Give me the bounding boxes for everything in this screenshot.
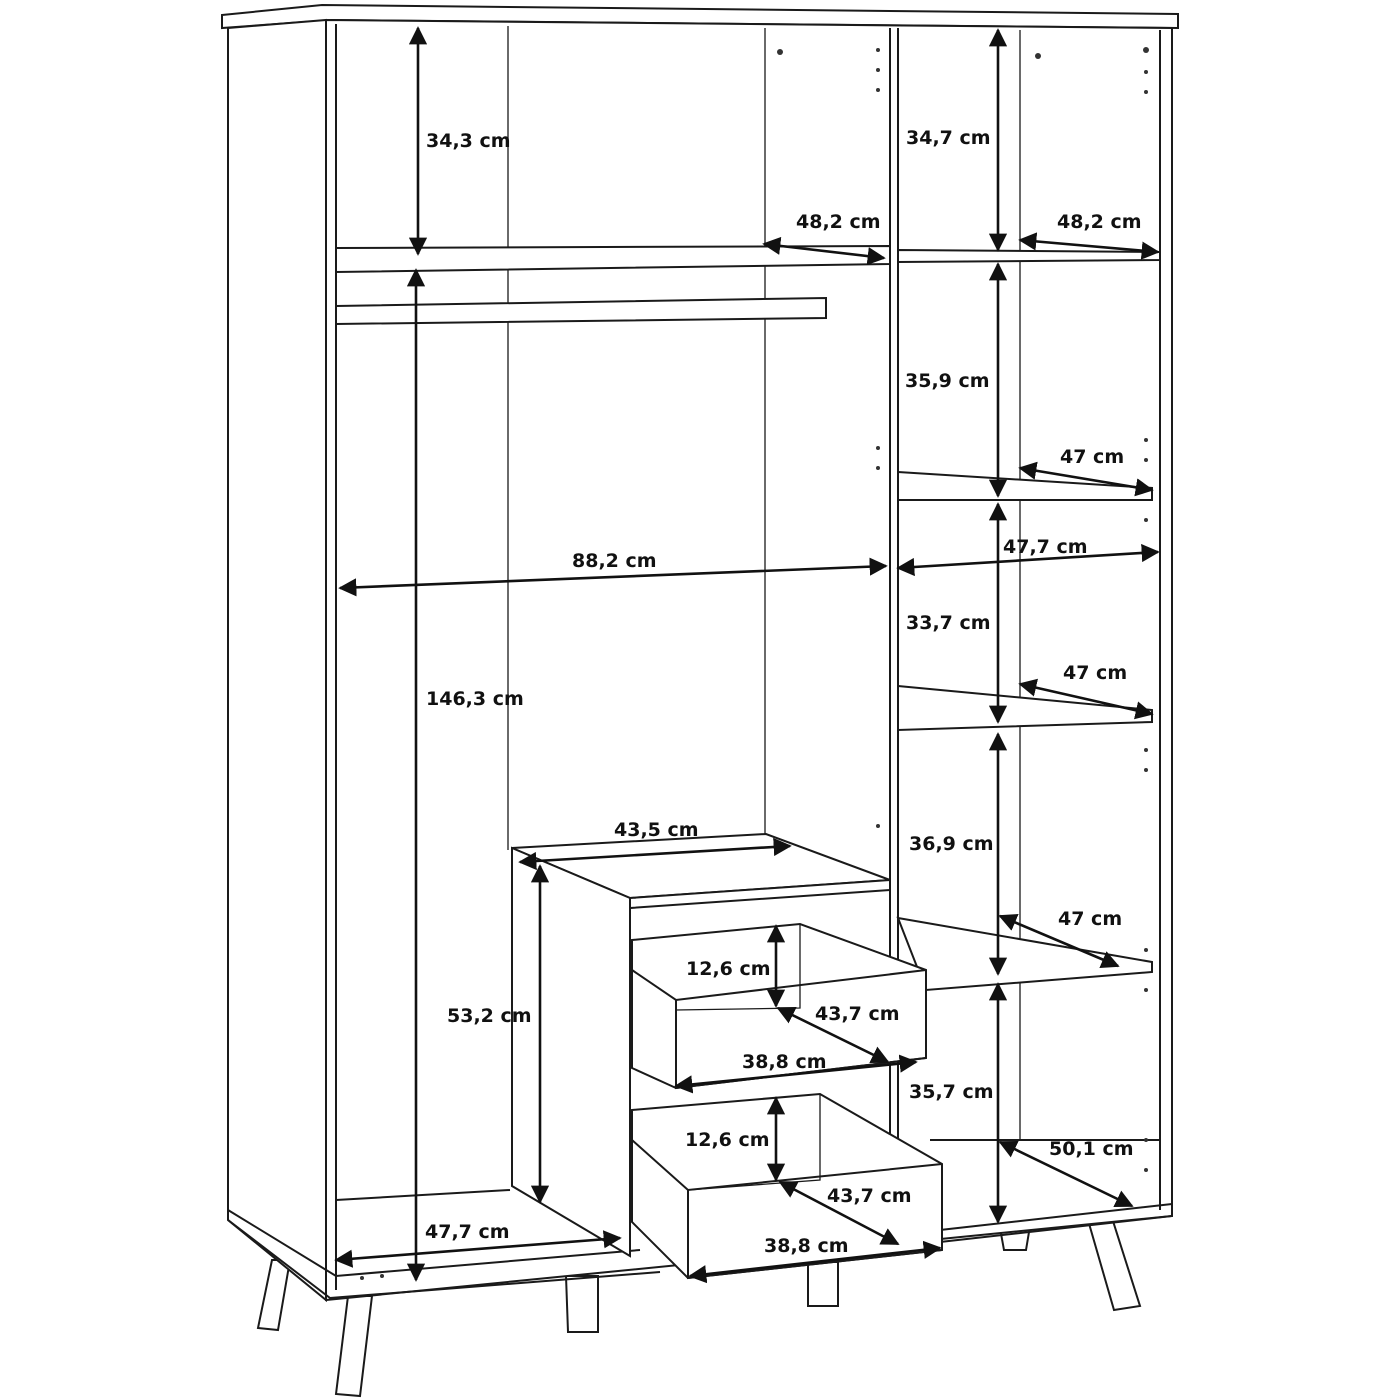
- label-left-shelf-depth: 48,2 cm: [796, 211, 881, 233]
- carcass: [221, 3, 1179, 1303]
- label-drawer-unit-top-depth: 43,5 cm: [614, 819, 699, 841]
- label-drawer1-depth: 43,7 cm: [815, 1003, 900, 1025]
- label-drawer1-height: 12,6 cm: [686, 958, 771, 980]
- label-right-shelf4-depth: 47 cm: [1058, 908, 1122, 930]
- label-drawer2-height: 12,6 cm: [685, 1129, 770, 1151]
- dimension-arrows: [334, 26, 1160, 1284]
- label-right-4-height: 36,9 cm: [909, 833, 994, 855]
- shelf-pin-holes: [360, 47, 1149, 1280]
- label-right-shelf2-depth: 47 cm: [1060, 446, 1124, 468]
- label-right-3-height: 33,7 cm: [906, 612, 991, 634]
- label-right-5-height: 35,7 cm: [909, 1081, 994, 1103]
- label-left-width: 88,2 cm: [572, 550, 657, 572]
- label-right-bottom-depth: 50,1 cm: [1049, 1138, 1134, 1160]
- label-right-shelf3-depth: 47 cm: [1063, 662, 1127, 684]
- label-right-shelf-depth: 48,2 cm: [1057, 211, 1142, 233]
- label-drawer2-width: 38,8 cm: [764, 1235, 849, 1257]
- label-drawer-unit-height: 53,2 cm: [447, 1005, 532, 1027]
- label-drawer1-width: 38,8 cm: [742, 1051, 827, 1073]
- label-hanging-height: 146,3 cm: [426, 688, 524, 710]
- label-right-top-height: 34,7 cm: [906, 127, 991, 149]
- label-left-top-height: 34,3 cm: [426, 130, 511, 152]
- label-drawer2-depth: 43,7 cm: [827, 1185, 912, 1207]
- label-right-2-height: 35,9 cm: [905, 370, 990, 392]
- label-left-bottom-depth: 47,7 cm: [425, 1221, 510, 1243]
- label-right-width: 47,7 cm: [1003, 536, 1088, 558]
- dimension-labels: 34,3 cm 34,7 cm 48,2 cm 48,2 cm 35,9 cm …: [425, 127, 1142, 1257]
